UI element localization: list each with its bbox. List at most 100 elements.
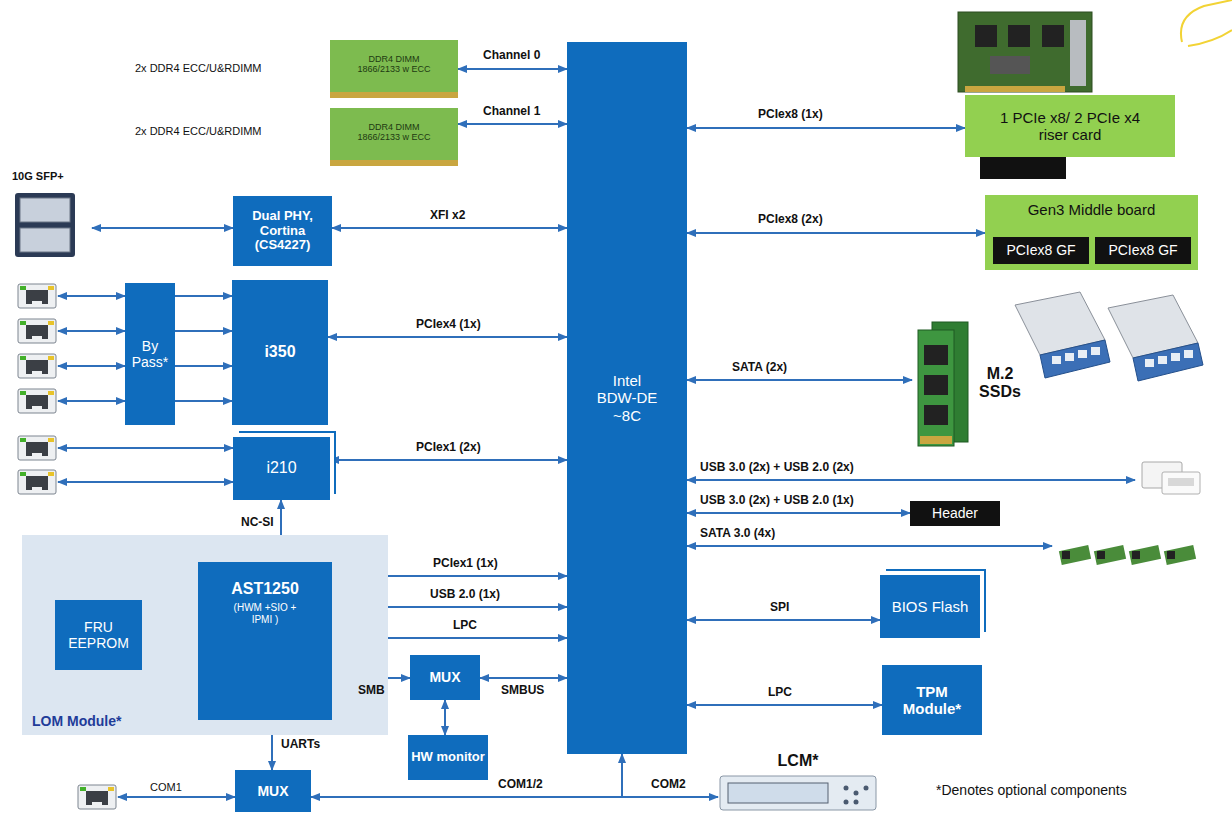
bus-connector: [458, 123, 567, 125]
bus-label: USB 3.0 (2x) + USB 2.0 (2x): [700, 461, 854, 475]
node-label: LOM Module*: [32, 713, 121, 729]
tpm-module: TPM Module*: [882, 665, 982, 735]
doodle-line: [1188, 30, 1232, 46]
bus-label-holder: Channel 1: [483, 105, 540, 119]
nic-chip: i210: [233, 437, 330, 500]
bus-label: SMB: [358, 684, 385, 698]
header-box: Header: [910, 501, 1000, 526]
bus-connector: [175, 295, 232, 297]
bus-connector: [175, 330, 232, 332]
cpu-box: Intel BDW-DE ~8C: [567, 42, 687, 754]
bus-label: SATA (2x): [732, 361, 787, 375]
bus-label: XFI x2: [430, 209, 465, 223]
bus-connector: [687, 127, 965, 129]
bus-label: COM2: [651, 778, 686, 792]
node-label: PCIex8 GF: [1006, 242, 1075, 258]
serial-port: [78, 785, 116, 809]
node-label: Gen3 Middle board: [1028, 201, 1156, 218]
memory-note: 2x DDR4 ECC/U&RDIMM: [135, 62, 262, 75]
bus-connector: [175, 365, 232, 367]
monitor-box: HW monitor: [408, 735, 488, 780]
node-label: TPM Module*: [886, 683, 978, 718]
slot-connector: [980, 157, 1066, 179]
node-label: 1 PCIe x8/ 2 PCIe x4 riser card: [990, 109, 1150, 144]
bypass-box: By Pass*: [125, 283, 175, 425]
middle-board: Gen3 Middle boardPCIex8 GF PCIex8 GF: [985, 195, 1198, 270]
bus-label: UARTs: [281, 738, 320, 752]
ethernet-port: [18, 470, 56, 494]
bus-label-holder: PCIex1 (2x): [416, 441, 481, 455]
node-label: i350: [264, 343, 295, 361]
network-card-picture: [1108, 295, 1203, 381]
node-label: PCIex8 GF: [1108, 242, 1177, 258]
bus-label-holder: COM1/2: [498, 778, 543, 792]
bus-label: USB 3.0 (2x) + USB 2.0 (1x): [700, 494, 854, 508]
bus-connector: [330, 459, 567, 461]
bus-connector: [92, 227, 233, 229]
bus-label-holder: PCIex8 (1x): [758, 108, 823, 122]
bus-label-holder: SATA 3.0 (4x): [700, 527, 775, 541]
lom-region: LOM Module* FRU EEPROM AST1250 (HWM +SIO + …: [22, 535, 388, 735]
node-label: Dual PHY, Cortina (CS4227): [237, 209, 328, 254]
bus-connector: [687, 512, 910, 514]
bus-label: Channel 0: [483, 49, 540, 63]
node-label: Header: [932, 505, 978, 521]
ethernet-port: [18, 354, 56, 378]
bus-label: COM1/2: [498, 778, 543, 792]
lcd-picture: [720, 776, 876, 810]
bus-connector: [687, 232, 985, 234]
bus-connector: [332, 227, 567, 229]
mux-box: MUX: [410, 655, 480, 700]
mux-box: MUX: [235, 770, 311, 812]
node-label: BIOS Flash: [892, 598, 969, 615]
bus-connector: [328, 336, 567, 338]
bmc-chip: AST1250 (HWM +SIO + IPMI ): [198, 562, 332, 720]
bus-label: PCIex4 (1x): [416, 318, 481, 332]
ethernet-port: [18, 319, 56, 343]
bus-label-holder: NC-SI: [241, 516, 274, 530]
bus-connector: [687, 619, 880, 621]
node-label: i210: [266, 459, 296, 477]
node-label: FRU EEPROM: [59, 619, 138, 651]
ssd-module: M.2 SSDs: [912, 318, 1030, 448]
port-label: COM1: [150, 781, 182, 794]
memory-note-holder: 2x DDR4 ECC/U&RDIMM: [135, 125, 262, 138]
bus-connector: [444, 700, 446, 735]
bus-connector: [175, 400, 232, 402]
bus-label-holder: LPC: [453, 619, 477, 633]
slot-box: PCIex8 GF: [1095, 237, 1191, 264]
phy-chip: Dual PHY, Cortina (CS4227): [233, 196, 332, 266]
ethernet-port: [18, 436, 56, 460]
bus-label: PCIex8 (2x): [758, 213, 823, 227]
memory-note-holder: 2x DDR4 ECC/U&RDIMM: [135, 62, 262, 75]
flash-chip: BIOS Flash: [880, 575, 980, 638]
bus-label: PCIex8 (1x): [758, 108, 823, 122]
bus-label-holder: SMB: [358, 684, 385, 698]
lcd-module: LCM*: [718, 750, 878, 812]
node-label: DDR4 DIMM 1866/2133 w ECC: [354, 54, 434, 75]
node-label: HW monitor: [411, 750, 485, 765]
node-sublabel: (HWM +SIO + IPMI ): [223, 602, 307, 625]
bus-connector: [622, 754, 718, 797]
footnote-holder: *Denotes optional components: [936, 782, 1127, 798]
node-label: MUX: [429, 669, 460, 685]
network-card-picture: [1015, 292, 1110, 378]
doodle-line: [1181, 0, 1232, 42]
bus-label-holder: PCIex8 (2x): [758, 213, 823, 227]
bus-connector: [480, 677, 567, 679]
bus-label-holder: SMBUS: [501, 684, 544, 698]
bus-label: SPI: [770, 601, 789, 615]
bus-label-holder: Channel 0: [483, 49, 540, 63]
bus-label-holder: XFI x2: [430, 209, 465, 223]
node-label: 10G SFP+: [12, 170, 64, 183]
node-label: AST1250: [231, 580, 299, 598]
sfp-cage-picture: [15, 193, 75, 257]
bus-label: PCIex1 (2x): [416, 441, 481, 455]
bus-label: USB 2.0 (1x): [430, 588, 500, 602]
ethernet-port: [18, 284, 56, 308]
node-label: By Pass*: [128, 338, 172, 370]
sfp-module: 10G SFP+: [10, 168, 92, 260]
footnote: *Denotes optional components: [936, 782, 1127, 798]
riser-card-box: 1 PCIe x8/ 2 PCIe x4 riser card: [965, 95, 1175, 157]
